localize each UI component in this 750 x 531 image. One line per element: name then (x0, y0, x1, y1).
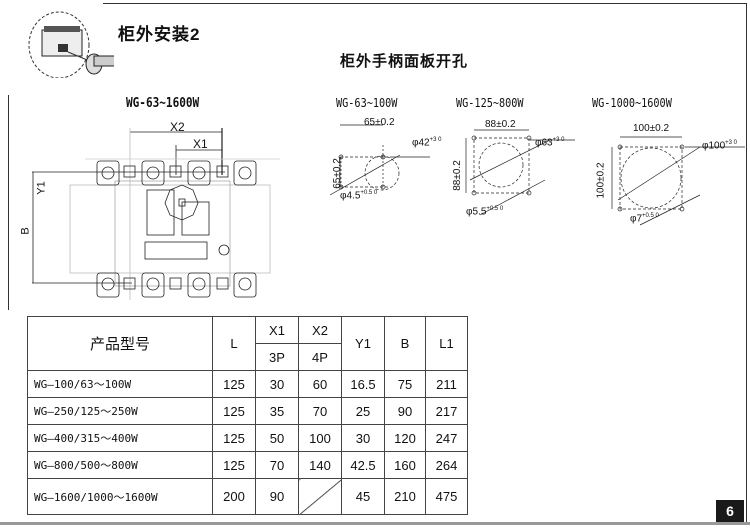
header-4p: 4P (298, 343, 342, 371)
table-header-row: 产品型号 L X1 X2 Y1 B L1 (27, 316, 468, 371)
cutout-label-large: WG-1000~1600W (592, 96, 672, 110)
hole-dia: φ100 (702, 140, 726, 152)
cell-y1: 16.5 (341, 370, 385, 398)
cell-y1: 42.5 (341, 451, 385, 479)
cell-l1: 264 (425, 451, 468, 479)
cell-l: 125 (212, 424, 256, 452)
cell-l1: 217 (425, 397, 468, 425)
right-rule (746, 3, 747, 523)
cutout-medium-screw: φ5.5+0.5 0 (466, 206, 503, 217)
breaker-outline-drawing (32, 128, 280, 300)
hole-tol: +3 0 (552, 137, 565, 143)
cell-l1: 475 (425, 478, 468, 515)
cell-b: 90 (384, 397, 426, 425)
cell-b: 120 (384, 424, 426, 452)
cell-l: 125 (212, 397, 256, 425)
screw-dia: φ4.5 (340, 190, 361, 202)
hole-tol: +3 0 (725, 140, 738, 146)
cutout-medium-width: 88±0.2 (485, 119, 516, 130)
cell-l: 125 (212, 451, 256, 479)
cell-b: 160 (384, 451, 426, 479)
cell-y1: 30 (341, 424, 385, 452)
cutout-small-hole: φ42+3 0 (412, 137, 441, 148)
page-subtitle: 柜外手柄面板开孔 (340, 53, 469, 70)
dimension-table: 产品型号 L X1 X2 Y1 B L1 3P 4P WG—100/63～100… (27, 316, 468, 515)
hole-tol: +3 0 (429, 137, 442, 143)
dim-y1: Y1 (35, 181, 48, 195)
page-number: 6 (716, 500, 744, 522)
cell-x1: 70 (255, 451, 299, 479)
header-3p: 3P (255, 343, 299, 371)
cutout-medium-hole: φ63+3 0 (535, 137, 564, 148)
table-row: WG—1600/1000～1600W 200 90 45 210 475 (27, 478, 468, 515)
header-x1: X1 (255, 316, 299, 344)
table-subheader-row: 3P 4P (28, 343, 468, 371)
header-l1: L1 (425, 316, 468, 371)
cell-x2: 100 (298, 424, 342, 452)
header-model: 产品型号 (27, 316, 213, 371)
cell-l1: 247 (425, 424, 468, 452)
cell-x1: 35 (255, 397, 299, 425)
dim-x2: X2 (170, 120, 185, 134)
top-rule (103, 3, 747, 4)
cell-x1: 30 (255, 370, 299, 398)
cell-x1: 50 (255, 424, 299, 452)
cell-model: WG—400/315～400W (27, 424, 213, 452)
cutout-large-screw: φ7+0.5 0 (630, 213, 659, 224)
table-row: WG—250/125～250W 125 35 70 25 90 217 (27, 397, 468, 425)
cutout-drawing-medium (465, 129, 575, 216)
cutout-small-height: 65±0.2 (331, 158, 343, 189)
cell-model: WG—250/125～250W (27, 397, 213, 425)
cutout-drawing-large (611, 136, 745, 226)
cell-b: 210 (384, 478, 426, 515)
header-b: B (384, 316, 426, 371)
hole-dia: φ63 (535, 137, 553, 149)
header-l: L (212, 316, 256, 371)
screw-tol: +0.5 0 (486, 206, 504, 212)
bottom-rule (0, 522, 750, 525)
cell-y1: 25 (341, 397, 385, 425)
left-rule (8, 95, 9, 310)
cell-l1: 211 (425, 370, 468, 398)
hole-dia: φ42 (412, 137, 430, 149)
screw-dia: φ5.5 (466, 206, 487, 218)
cutout-medium-height: 88±0.2 (451, 160, 463, 191)
header-x2: X2 (298, 316, 342, 344)
table-row: WG—400/315～400W 125 50 100 30 120 247 (27, 424, 468, 452)
cell-x2: 70 (298, 397, 342, 425)
cell-model: WG—1600/1000～1600W (27, 478, 213, 515)
cell-y1: 45 (341, 478, 385, 515)
header-y1: Y1 (341, 316, 385, 371)
cell-x2-na (298, 478, 342, 515)
cutout-large-height: 100±0.2 (595, 162, 607, 199)
cutout-large-hole: φ100+3 0 (702, 140, 737, 151)
screw-tol: +0.5 0 (642, 213, 659, 219)
screw-dia: φ7 (630, 213, 643, 225)
cell-model: WG—100/63～100W (27, 370, 213, 398)
cell-model: WG—800/500～800W (27, 451, 213, 479)
dim-x1: X1 (193, 137, 208, 151)
cell-b: 75 (384, 370, 426, 398)
cutout-small-width: 65±0.2 (364, 117, 395, 128)
cutout-label-medium: WG-125~800W (456, 96, 524, 110)
breaker-drawing-label: WG-63~1600W (126, 96, 200, 111)
cell-l: 200 (212, 478, 256, 515)
breaker-handle-illustration (28, 11, 114, 78)
cutout-drawing-small (330, 124, 430, 196)
page-title: 柜外安装2 (118, 25, 201, 44)
cell-x2: 140 (298, 451, 342, 479)
table-row: WG—800/500～800W 125 70 140 42.5 160 264 (27, 451, 468, 479)
cell-x1: 90 (255, 478, 299, 515)
table-row: WG—100/63～100W 125 30 60 16.5 75 211 (27, 370, 468, 398)
screw-tol: +0.5 0 (360, 190, 378, 196)
cell-x2: 60 (298, 370, 342, 398)
dim-b: B (19, 227, 32, 235)
cell-l: 125 (212, 370, 256, 398)
cutout-small-screw: φ4.5+0.5 0 (340, 190, 377, 201)
cutout-label-small: WG-63~100W (336, 96, 398, 110)
cutout-large-width: 100±0.2 (633, 123, 670, 134)
